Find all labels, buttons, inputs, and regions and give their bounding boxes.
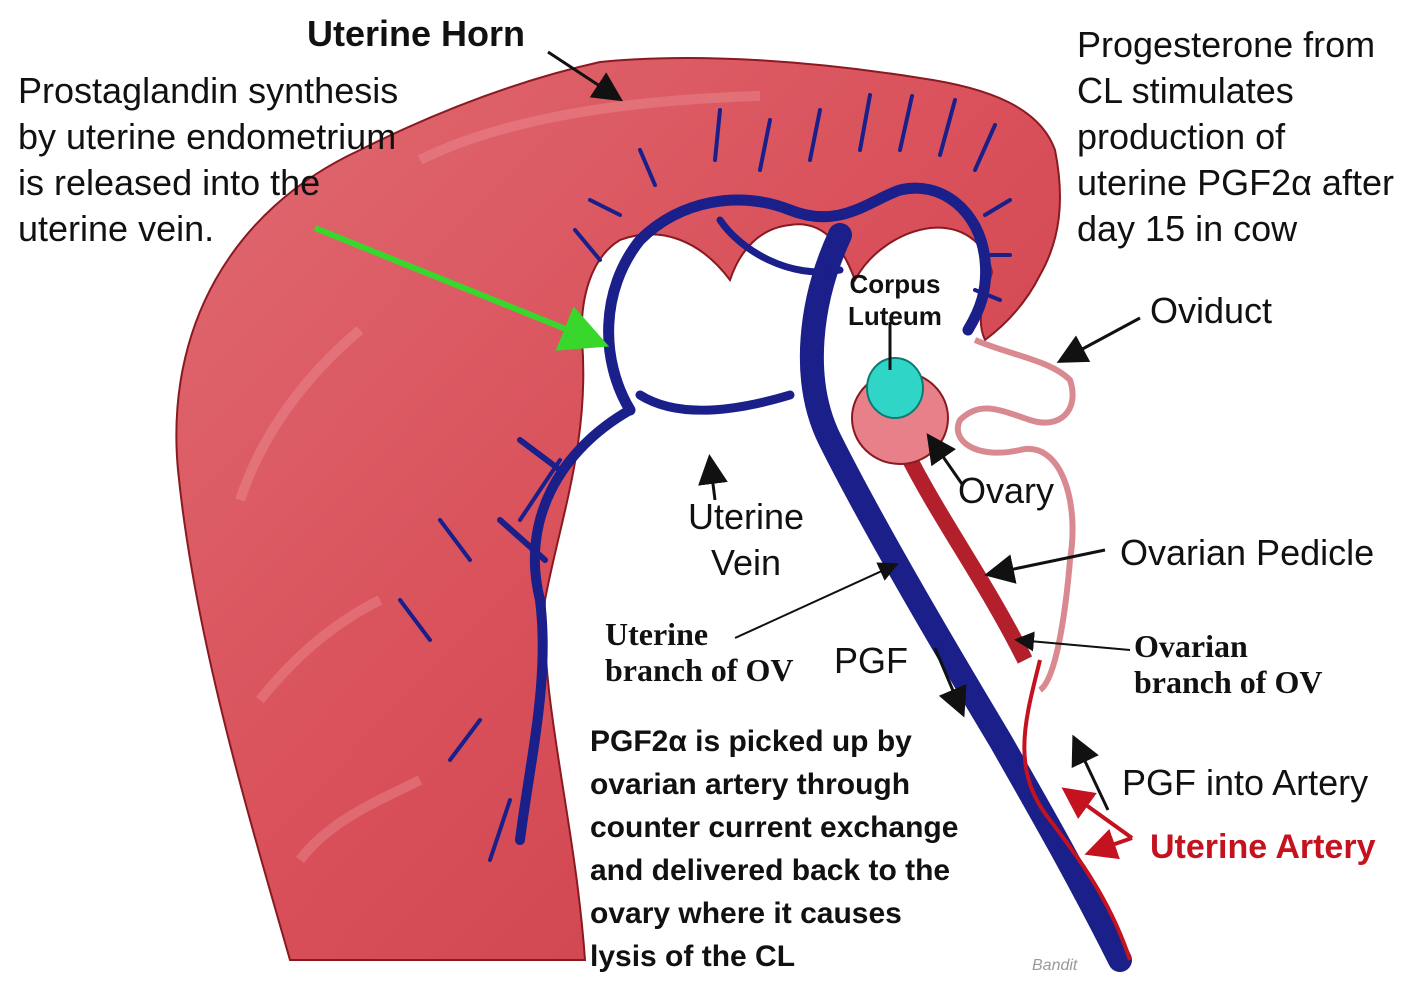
label-pgf: PGF <box>834 638 908 684</box>
line: ovarian artery through <box>590 763 958 806</box>
line: Vein <box>688 540 804 586</box>
line: PGF2α is picked up by <box>590 720 958 763</box>
label-ovary: Ovary <box>958 468 1054 514</box>
line: Prostaglandin synthesis <box>18 68 398 114</box>
line: uterine vein. <box>18 206 398 252</box>
label-pgf-into-artery: PGF into Artery <box>1122 760 1368 806</box>
label-progesterone: Progesterone from CL stimulates producti… <box>1077 22 1394 252</box>
line: Corpus <box>848 268 942 300</box>
line: day 15 in cow <box>1077 206 1394 252</box>
line: by uterine endometrium <box>18 114 398 160</box>
line: branch of OV <box>1134 664 1322 700</box>
corpus-luteum-shape <box>867 358 923 418</box>
label-uterine-horn: Uterine Horn <box>307 10 525 57</box>
line: branch of OV <box>605 652 793 688</box>
label-ovarian-pedicle: Ovarian Pedicle <box>1120 530 1374 576</box>
line: counter current exchange <box>590 806 958 849</box>
label-prostaglandin-synthesis: Prostaglandin synthesis by uterine endom… <box>18 68 398 252</box>
line: Uterine <box>605 616 793 652</box>
line: Ovarian <box>1134 628 1322 664</box>
label-uterine-artery: Uterine Artery <box>1150 830 1375 864</box>
label-ovarian-branch: Ovarian branch of OV <box>1134 628 1322 700</box>
line: production of <box>1077 114 1394 160</box>
label-uterine-branch: Uterine branch of OV <box>605 616 793 688</box>
line: ovary where it causes <box>590 892 958 935</box>
line: uterine PGF2α after <box>1077 160 1394 206</box>
label-oviduct: Oviduct <box>1150 288 1272 334</box>
line: Luteum <box>848 300 942 332</box>
label-pgf-pickup: PGF2α is picked up by ovarian artery thr… <box>590 720 958 978</box>
line: is released into the <box>18 160 398 206</box>
label-corpus-luteum: Corpus Luteum <box>848 268 942 332</box>
line: CL stimulates <box>1077 68 1394 114</box>
line: and delivered back to the <box>590 849 958 892</box>
label-uterine-vein: Uterine Vein <box>688 494 804 586</box>
line: Uterine <box>688 494 804 540</box>
artist-signature: Bandit <box>1032 958 1077 974</box>
line: lysis of the CL <box>590 935 958 978</box>
line: Progesterone from <box>1077 22 1394 68</box>
